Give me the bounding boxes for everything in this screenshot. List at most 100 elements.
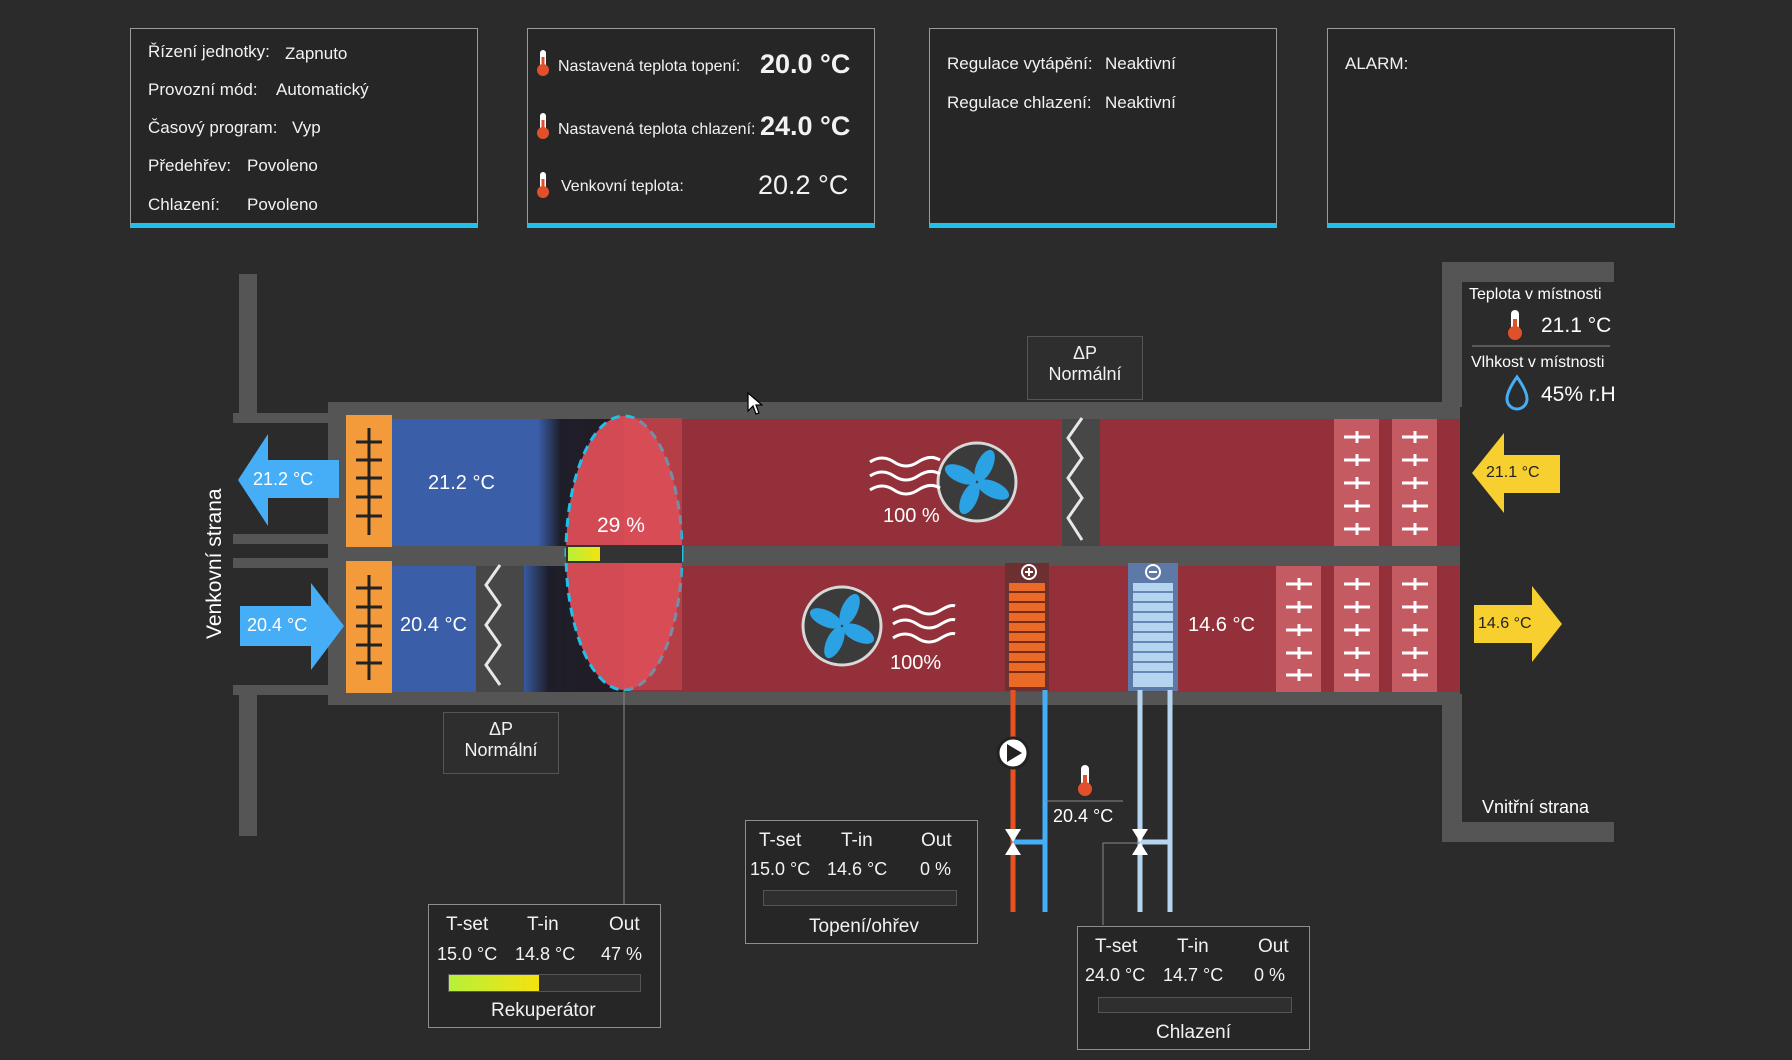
heating-controller[interactable]: T-set T-in Out 15.0 °C 14.6 °C 0 % Topen…: [745, 820, 978, 944]
room-humidity-label: Vlhkost v místnosti: [1471, 354, 1605, 371]
cooling-controller[interactable]: T-set T-in Out 24.0 °C 14.7 °C 0 % Chlaz…: [1077, 926, 1310, 1050]
time-program-value: Vyp: [292, 118, 321, 137]
recuperator-level-bar: [568, 547, 600, 561]
recuperator-controller[interactable]: T-set T-in Out 15.0 °C 14.8 °C 47 % Reku…: [428, 904, 661, 1028]
operating-mode-value: Automatický: [276, 80, 369, 99]
mouse-cursor-icon: [747, 392, 763, 415]
tin-header: T-in: [1177, 936, 1209, 957]
cooling-regulation-label: Regulace chlazení:: [947, 93, 1092, 112]
fresh-duct-temp: 20.4 °C: [400, 614, 467, 636]
unit-control-value: Zapnuto: [285, 44, 348, 63]
tset-value: 24.0 °C: [1085, 965, 1146, 985]
pump-icon[interactable]: [996, 736, 1030, 770]
controller-title: Chlazení: [1156, 1022, 1231, 1043]
tin-value: 14.7 °C: [1163, 965, 1224, 985]
cooling-enable-label: Chlazení:: [148, 195, 220, 214]
indoor-side-label: Vnitřní strana: [1482, 797, 1590, 817]
tset-value: 15.0 °C: [750, 859, 811, 879]
heating-setpoint-label: Nastavená teplota topení:: [558, 58, 741, 75]
exhaust-zigzag-filter: [1066, 417, 1084, 541]
exhaust-filter: [346, 415, 392, 547]
dp-status: Normální: [1048, 364, 1122, 384]
supply-fan-speed: 100%: [890, 652, 942, 674]
dp-status: Normální: [464, 740, 538, 760]
time-program-label: Časový program:: [148, 118, 278, 137]
plus-icon: [1021, 564, 1037, 580]
fresh-air-in-arrow-temp: 20.4 °C: [247, 615, 308, 635]
output-bar: [1098, 997, 1292, 1013]
heating-coil[interactable]: [1005, 563, 1049, 691]
thermometer-icon: [1508, 310, 1522, 340]
output-bar-fill: [449, 975, 539, 991]
output-bar: [763, 890, 957, 906]
rotary-recuperator[interactable]: [564, 414, 684, 692]
supply-out-arrow-temp: 14.6 °C: [1478, 615, 1532, 632]
outdoor-wall: [233, 274, 336, 836]
fresh-air-filter: [346, 561, 392, 693]
heating-regulation-value: Neaktivní: [1105, 54, 1176, 73]
airflow-waves-icon: [869, 455, 941, 496]
temperature-panel: Nastavená teplota topení: 20.0 °C Nastav…: [527, 28, 875, 228]
outdoor-side-label: Venkovní strana: [203, 488, 226, 639]
output-bar: [448, 974, 641, 992]
operating-mode-label: Provozní mód:: [148, 80, 258, 99]
thermometer-icon: [537, 172, 549, 198]
room-humidity-value: 45% r.H: [1541, 383, 1616, 406]
out-header: Out: [1258, 936, 1289, 957]
water-temp-value: 20.4 °C: [1053, 806, 1114, 826]
fresh-air-in-arrow: [240, 583, 344, 670]
exhaust-fan[interactable]: [936, 441, 1018, 523]
thermometer-icon: [537, 113, 549, 139]
cooling-setpoint-label: Nastavená teplota chlazení:: [558, 121, 756, 138]
out-value: 0 %: [920, 859, 952, 879]
cooling-setpoint-value: 24.0 °C: [760, 111, 851, 141]
unit-control-label: Řízení jednotky:: [148, 42, 270, 61]
regulation-panel: Regulace vytápění: Neaktivní Regulace ch…: [929, 28, 1277, 228]
thermometer-icon: [1078, 765, 1092, 796]
preheat-label: Předehřev:: [148, 156, 232, 175]
supply-fan[interactable]: [801, 585, 883, 667]
preheat-value: Povoleno: [247, 156, 318, 175]
dp-status-bottom[interactable]: ΔP Normální: [443, 712, 559, 774]
dp-symbol: ΔP: [1072, 343, 1098, 363]
cooling-valve-icon[interactable]: [1132, 829, 1148, 855]
heating-regulation-label: Regulace vytápění:: [947, 54, 1093, 73]
airflow-waves-icon: [892, 604, 956, 644]
indoor-silencers: [1276, 419, 1437, 692]
heating-setpoint-value: 20.0 °C: [760, 49, 851, 79]
heating-pipes: [1010, 690, 1048, 912]
tset-header: T-set: [1095, 936, 1138, 957]
tin-header: T-in: [841, 830, 873, 851]
exhaust-fan-speed: 100 %: [883, 505, 940, 527]
cooling-pipes: [1137, 690, 1173, 912]
outdoor-temp-value: 20.2 °C: [758, 170, 849, 200]
exhaust-duct-temp: 21.2 °C: [428, 472, 495, 494]
minus-icon: [1145, 564, 1161, 580]
alarm-label: ALARM:: [1345, 54, 1409, 73]
humidity-drop-icon: [1505, 374, 1529, 411]
tset-header: T-set: [759, 830, 802, 851]
dp-symbol: ΔP: [488, 719, 514, 739]
extract-in-arrow-temp: 21.1 °C: [1486, 464, 1540, 481]
controller-title: Topení/ohřev: [809, 916, 919, 937]
exhaust-out-arrow: [238, 434, 339, 526]
room-temp-label: Teplota v místnosti: [1469, 286, 1602, 303]
tin-value: 14.6 °C: [827, 859, 888, 879]
cooling-enable-value: Povoleno: [247, 195, 318, 214]
exhaust-out-arrow-temp: 21.2 °C: [253, 469, 314, 489]
supply-duct-temp: 14.6 °C: [1188, 614, 1255, 636]
tin-header: T-in: [527, 914, 559, 935]
controller-title: Rekuperátor: [491, 1000, 596, 1021]
out-header: Out: [921, 830, 952, 851]
thermometer-icon: [537, 50, 549, 76]
dp-status-top[interactable]: ΔP Normální: [1027, 336, 1143, 400]
tin-value: 14.8 °C: [515, 944, 576, 964]
extract-in-arrow: [1472, 433, 1560, 513]
outdoor-temp-label: Venkovní teplota:: [561, 178, 684, 195]
cooling-coil[interactable]: [1128, 563, 1178, 691]
out-value: 0 %: [1254, 965, 1286, 985]
supply-out-arrow: [1474, 586, 1562, 662]
out-value: 47 %: [601, 944, 643, 964]
heating-valve-icon[interactable]: [1005, 829, 1021, 855]
